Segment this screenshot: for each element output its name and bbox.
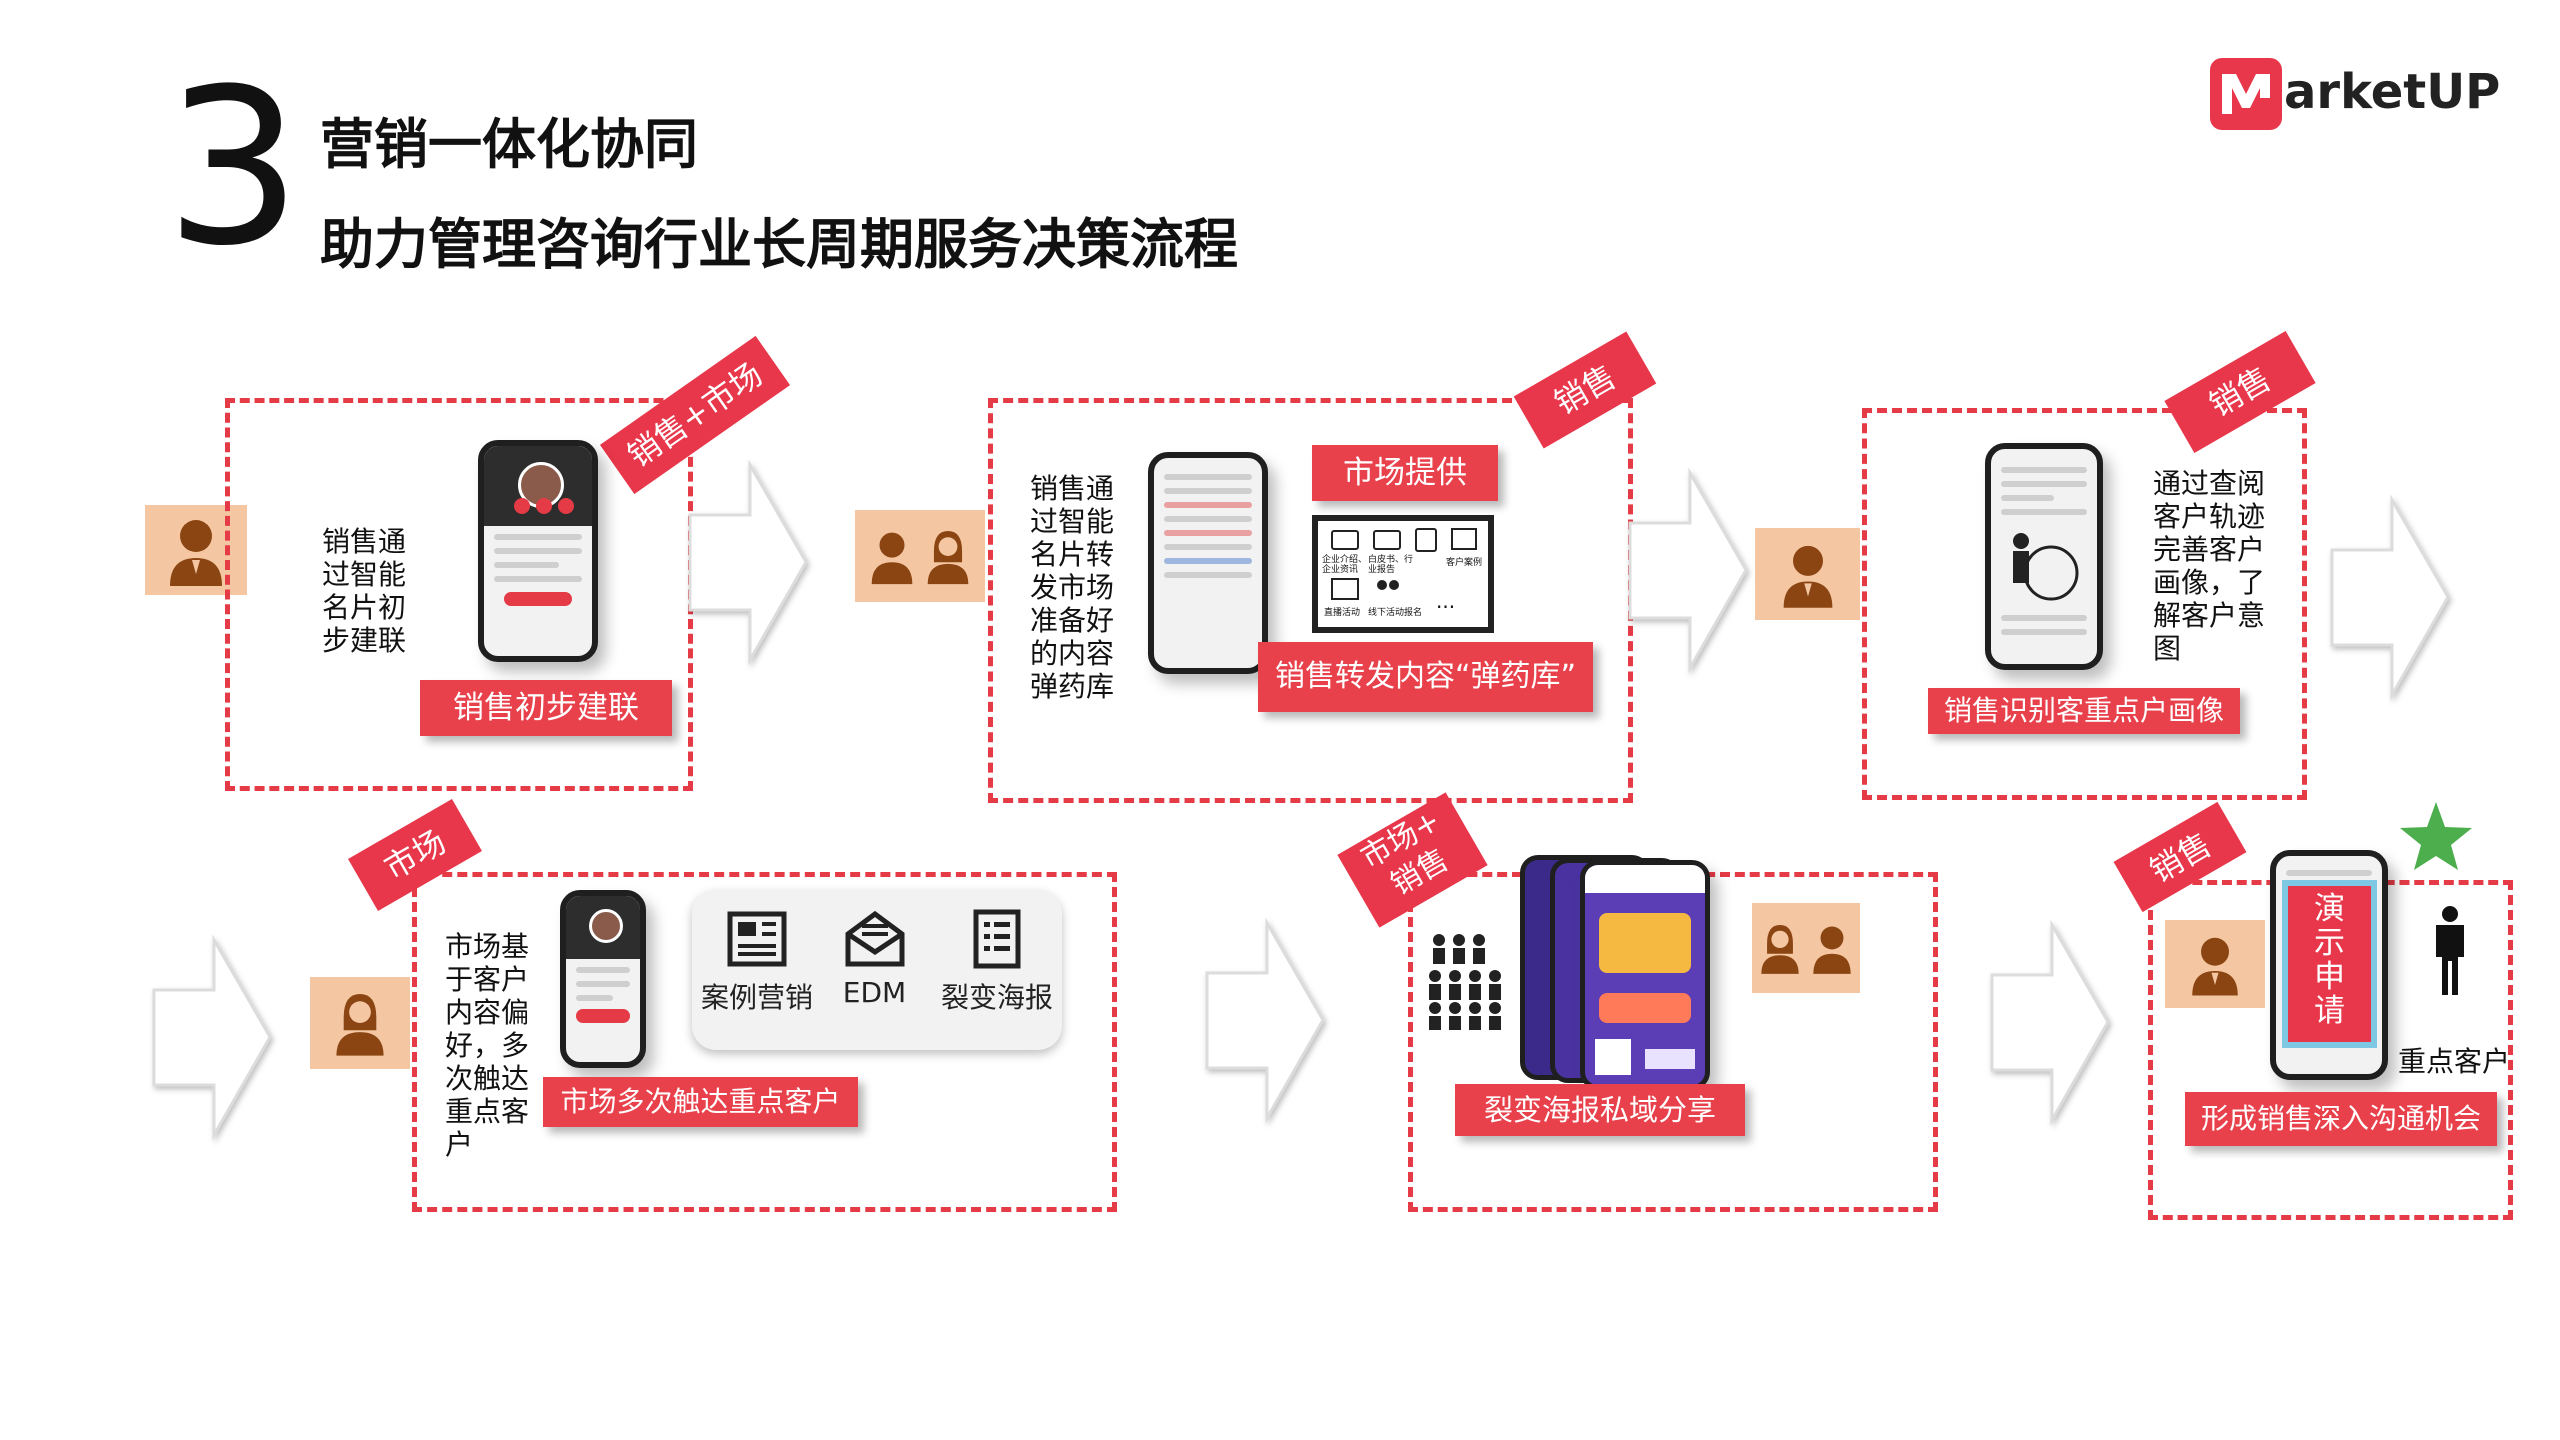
- step4-phone-mockup: [560, 890, 646, 1068]
- board-item: 直播活动: [1324, 608, 1361, 618]
- marketing-channels-card: 案例营销 EDM 裂变海报: [692, 890, 1062, 1050]
- newspaper-icon: [727, 911, 787, 967]
- marketer-icon: [336, 994, 384, 1056]
- step5-label: 裂变海报私域分享: [1455, 1084, 1745, 1136]
- salesperson-icon: [1813, 926, 1851, 974]
- salesperson-icon: [2192, 937, 2238, 996]
- content-library-board: 企业介绍、企业资讯 白皮书、行业报告 客户案例 直播活动 线下活动报名 ...: [1312, 515, 1494, 633]
- board-item: 线下活动报名: [1368, 608, 1423, 618]
- sales-person-tile: [2165, 920, 2265, 1008]
- demo-request-banner: 演示申请: [2282, 880, 2377, 1048]
- flow-arrow-icon: [1205, 918, 1325, 1123]
- edm-channel: EDM: [812, 908, 937, 1009]
- step2-phone-mockup: [1148, 452, 1268, 674]
- step4-label: 市场多次触达重点客户: [543, 1077, 858, 1127]
- salesperson-icon: [1783, 545, 1832, 608]
- board-item: ...: [1436, 589, 1456, 613]
- logo-text: arketUP: [2284, 64, 2501, 120]
- section-number: 3: [165, 42, 302, 293]
- channel-label: 裂变海报: [940, 981, 1053, 1014]
- channel-label: EDM: [842, 976, 907, 1009]
- key-customer-icon: [2436, 906, 2464, 995]
- board-item: 企业介绍、企业资讯: [1322, 555, 1368, 575]
- content-icons-grid: [1331, 528, 1477, 600]
- page-subtitle: 助力管理咨询行业长周期服务决策流程: [320, 213, 1238, 276]
- star-icon: [2400, 802, 2472, 870]
- step1-label: 销售初步建联: [420, 680, 672, 736]
- step4-frame: [412, 872, 1117, 1212]
- flow-arrow-icon: [152, 935, 272, 1140]
- email-icon: [845, 910, 904, 967]
- marketup-logo: arketUP: [2210, 58, 2510, 138]
- step2-description: 销售通过智能名片转发市场准备好的内容弹药库: [1030, 472, 1115, 703]
- checklist-icon: [973, 909, 1021, 969]
- step4-description: 市场基于客户内容偏好，多次触达重点客户: [445, 930, 530, 1161]
- flow-arrow-icon: [1628, 468, 1748, 673]
- saleswoman-icon: [1761, 925, 1799, 974]
- saleswoman-icon: [927, 531, 969, 585]
- step3-frame: [1862, 408, 2307, 800]
- marketing-person-tile: [310, 977, 410, 1069]
- sales-team-tile: [855, 510, 985, 602]
- step3-description: 通过查阅客户轨迹完善客户画像，了解客户意图: [2153, 467, 2266, 665]
- key-customer-label: 重点客户: [2398, 1045, 2511, 1078]
- channel-label: 案例营销: [700, 981, 813, 1014]
- customer-journey-icon: [2013, 533, 2079, 601]
- salesperson-icon: [871, 532, 913, 585]
- sales-person-tile: [145, 505, 247, 595]
- market-provided-label: 市场提供: [1312, 445, 1498, 501]
- crowd-icon: [1429, 934, 1501, 1030]
- board-item: 白皮书、行业报告: [1368, 555, 1414, 575]
- salesperson-icon: [170, 520, 222, 586]
- flow-arrow-icon: [2330, 495, 2450, 700]
- demo-request-text: 演示申请: [2314, 891, 2345, 1029]
- step1-phone-mockup: [478, 440, 598, 662]
- page-title: 营销一体化协同: [320, 113, 698, 176]
- flow-arrow-icon: [1990, 920, 2110, 1125]
- step3-label: 销售识别客重点户画像: [1928, 688, 2240, 734]
- fission-poster-channel: 裂变海报: [932, 908, 1062, 1016]
- marketup-logo-icon: [2210, 58, 2282, 130]
- sales-team-tile: [1752, 903, 1860, 993]
- step2-label: 销售转发内容“弹药库”: [1258, 642, 1593, 712]
- step6-label: 形成销售深入沟通机会: [2185, 1092, 2497, 1146]
- sales-person-tile: [1755, 528, 1860, 620]
- flow-arrow-icon: [688, 460, 808, 665]
- step1-description: 销售通过智能名片初步建联: [322, 525, 407, 657]
- case-marketing-channel: 案例营销: [692, 908, 822, 1016]
- poster-phone-front: [1580, 860, 1710, 1090]
- step3-phone-mockup: [1985, 443, 2103, 670]
- board-item: 客户案例: [1446, 558, 1483, 568]
